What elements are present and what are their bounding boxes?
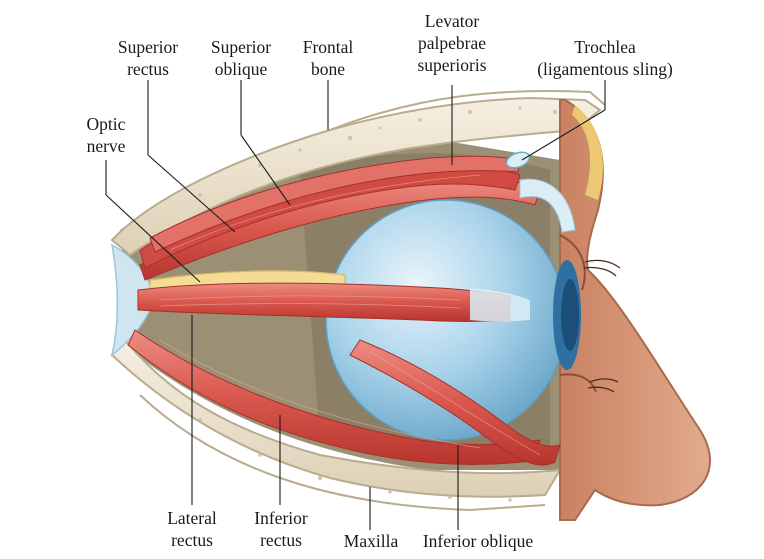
leader-superior-rectus-tail: [147, 154, 236, 233]
iris: [561, 279, 579, 351]
frontal-bone-top: [329, 90, 606, 131]
label-trochlea: Trochlea(ligamentous sling): [537, 37, 673, 79]
leader-trochlea-tail: [521, 109, 606, 161]
leader-optic-nerve-tail: [105, 194, 201, 283]
label-inferior-oblique: Inferior oblique: [422, 531, 534, 551]
lower-eyelid: [559, 373, 597, 393]
eyelashes: [583, 259, 621, 393]
muscle-striations: [159, 174, 541, 456]
skin-eyelid-nose: [559, 99, 711, 521]
upper-eyelid: [559, 234, 586, 291]
superior-oblique-tendon: [519, 178, 576, 233]
leader-lines: [105, 80, 606, 530]
maxilla-bottom: [139, 394, 546, 512]
orbital-fat: [572, 105, 604, 200]
leader-superior-oblique-tail: [240, 134, 291, 206]
label-maxilla: Maxilla: [343, 531, 399, 551]
bone-texture: [198, 106, 557, 502]
lateral-rectus-tendon: [470, 288, 530, 322]
